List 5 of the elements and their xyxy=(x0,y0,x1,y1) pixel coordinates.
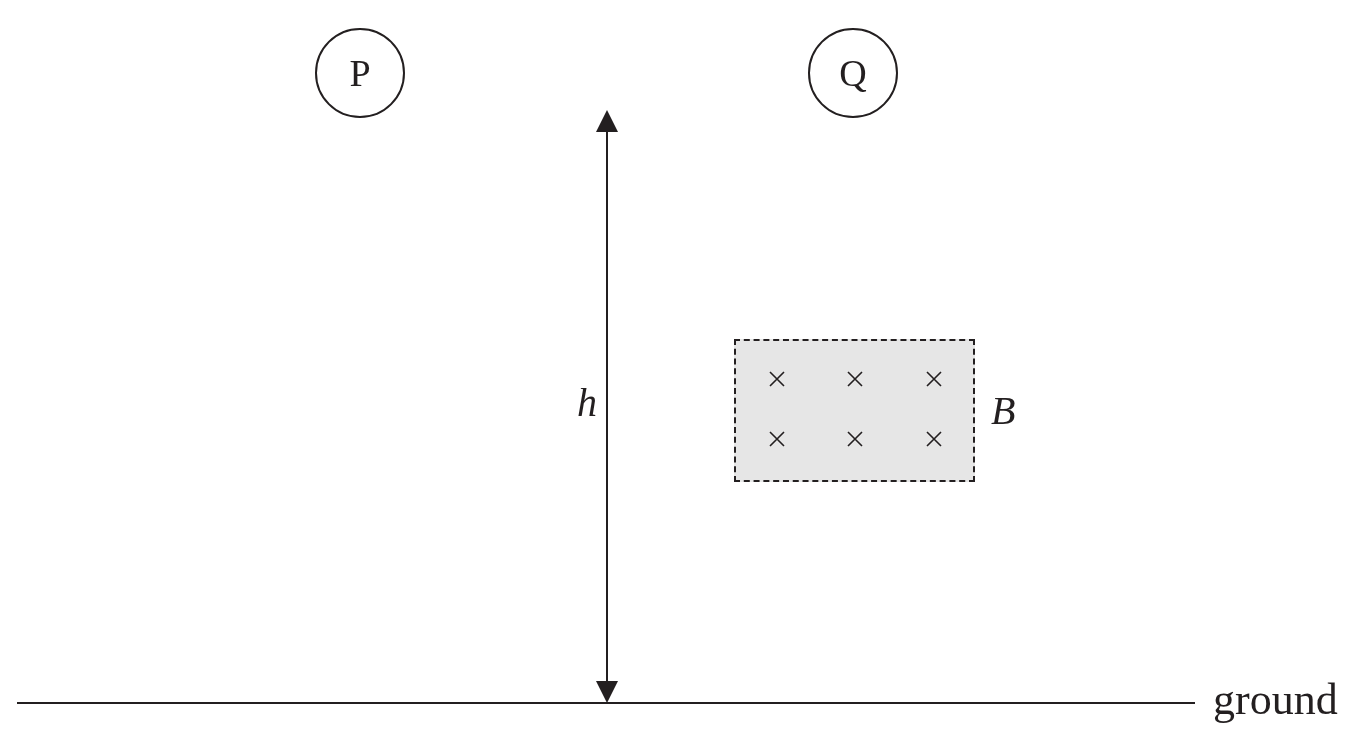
field-label: B xyxy=(991,391,1016,431)
circle-label: P xyxy=(315,28,405,118)
ground-label: ground xyxy=(1213,678,1338,722)
magnetic-field-region xyxy=(734,339,975,482)
circle-label: Q xyxy=(808,28,898,118)
